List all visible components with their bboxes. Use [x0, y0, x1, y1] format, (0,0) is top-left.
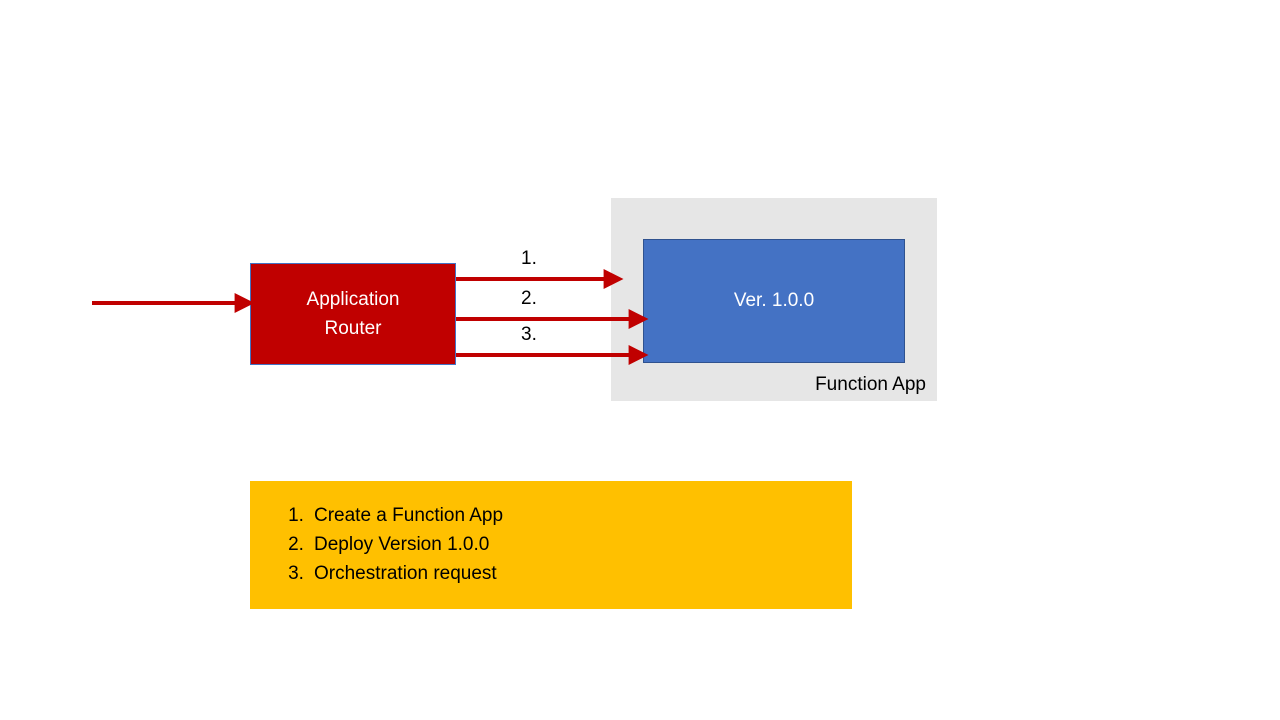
application-router-label-line2: Router — [324, 318, 382, 339]
version-box: Ver. 1.0.0 — [643, 239, 905, 363]
legend-box: 1. Create a Function App 2. Deploy Versi… — [250, 481, 852, 609]
legend-list: 1. Create a Function App 2. Deploy Versi… — [278, 505, 818, 592]
legend-item-text: Create a Function App — [314, 505, 504, 526]
legend-item-number: 3. — [288, 563, 304, 584]
legend-item-text: Deploy Version 1.0.0 — [314, 534, 490, 555]
legend-item: 1. Create a Function App — [278, 505, 818, 534]
legend-item-text: Orchestration request — [314, 563, 497, 584]
arrow-2-label: 2. — [521, 288, 537, 309]
legend-item-number: 1. — [288, 505, 304, 526]
arrow-1-label: 1. — [521, 248, 537, 269]
application-router-box: Application Router — [250, 263, 456, 365]
version-box-label: Ver. 1.0.0 — [733, 290, 815, 311]
legend-item-number: 2. — [288, 534, 304, 555]
legend-item: 3. Orchestration request — [278, 563, 818, 592]
legend-item: 2. Deploy Version 1.0.0 — [278, 534, 818, 563]
function-app-label: Function App — [815, 374, 926, 395]
application-router-label-line1: Application — [306, 289, 400, 310]
arrow-3-label: 3. — [521, 324, 537, 345]
